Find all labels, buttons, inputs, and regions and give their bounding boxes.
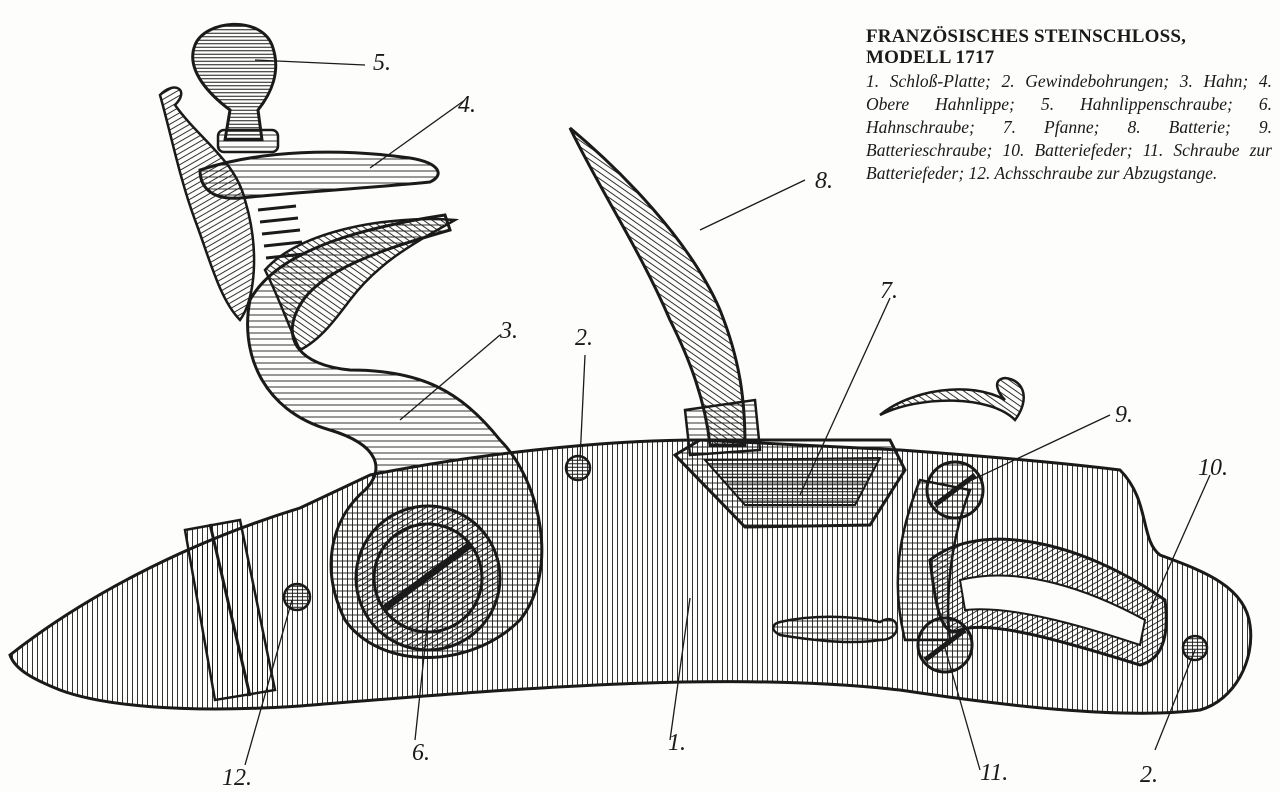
- pan-bridle: [879, 376, 1025, 422]
- callout-2a: 2.: [575, 325, 593, 351]
- jaw-screw: [191, 22, 278, 142]
- frizzen: [568, 126, 747, 447]
- callout-1: 1.: [668, 730, 686, 756]
- callout-8: 8.: [815, 168, 833, 194]
- callout-7: 7.: [880, 278, 898, 304]
- callout-12: 12.: [222, 765, 252, 791]
- legend-caption: FRANZÖSISCHES STEINSCHLOSS, MODELL 1717 …: [866, 26, 1272, 185]
- sear-screw: [282, 582, 312, 612]
- leader-lines: [244, 59, 1211, 771]
- callout-5: 5.: [373, 50, 391, 76]
- pan-inner: [702, 456, 882, 506]
- upper-jaw: [198, 150, 440, 200]
- hammer-spine: [158, 86, 256, 322]
- tumbler-screw-slot: [382, 542, 473, 611]
- frizzen-foot: [683, 398, 762, 457]
- jaw-screw-thread: [257, 204, 305, 260]
- callout-3: 3.: [499, 318, 518, 344]
- frizzen-spring-screw-slot: [923, 628, 967, 662]
- frizzen-spring-slot: [958, 574, 1147, 647]
- caption-title-line2: MODELL 1717: [866, 47, 995, 68]
- threaded-hole-top: [564, 454, 592, 482]
- threaded-hole-right: [1181, 634, 1209, 662]
- callout-6: 6.: [412, 740, 430, 766]
- hammer-lower-jaw: [263, 217, 460, 352]
- plate-tail-groove: [208, 523, 252, 697]
- frizzen-screw-slot: [933, 473, 977, 507]
- callout-10: 10.: [1198, 455, 1228, 481]
- callout-labels: 1. 2. 2. 3. 4. 5. 6. 7. 8. 9. 10. 11. 12…: [222, 50, 1228, 791]
- sear-pin: [772, 615, 899, 644]
- caption-legend-text: 1. Schloß-Platte; 2. Gewindebohrungen; 3…: [866, 71, 1272, 183]
- callout-2b: 2.: [1140, 762, 1158, 788]
- callout-9: 9.: [1115, 402, 1133, 428]
- caption-title-line1: FRANZÖSISCHES STEINSCHLOSS,: [866, 26, 1187, 47]
- callout-11: 11.: [980, 760, 1008, 786]
- callout-4: 4.: [458, 92, 476, 118]
- jaw-screw-collar: [216, 128, 280, 154]
